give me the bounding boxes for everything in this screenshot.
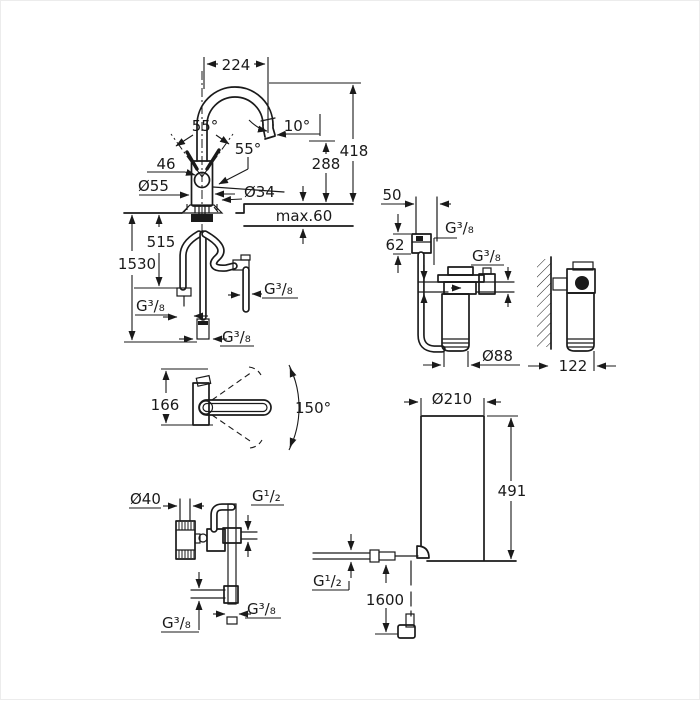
thread-label-branch: G³/₈ bbox=[247, 600, 276, 618]
thread-label-outlet: G³/₈ bbox=[472, 247, 501, 265]
dim-body-diameter: Ø55 bbox=[138, 177, 169, 195]
dim-body-depth: 166 bbox=[151, 396, 180, 414]
filter-side-view: 122 bbox=[528, 256, 616, 375]
boiler-view: Ø210 491 G¹/₂ 1600 bbox=[312, 390, 527, 639]
dim-total-height: 418 bbox=[340, 142, 369, 160]
thread-label-inlet: G³/₈ bbox=[445, 219, 474, 237]
thread-label-right: G³/₈ bbox=[264, 280, 293, 298]
dim-tank-height: 491 bbox=[498, 482, 527, 500]
thread-label-bottom: G³/₈ bbox=[222, 328, 251, 346]
thread-label-g12-boiler: G¹/₂ bbox=[313, 572, 342, 590]
faucet-top-view: 166 150° bbox=[151, 364, 331, 451]
faucet-front-dimensions: 224 10° 418 288 55° 55° 46 Ø55 bbox=[118, 56, 369, 347]
faucet-front-view bbox=[123, 71, 354, 340]
valve-assembly-view: G¹/₂ Ø40 G³/₈ G³/₈ bbox=[129, 487, 284, 633]
dim-spout-reach: 224 bbox=[222, 56, 251, 74]
dim-outlet-height: 288 bbox=[312, 155, 341, 173]
dim-hose-short: 515 bbox=[147, 233, 176, 251]
dim-lever-angle-top: 55° bbox=[192, 117, 219, 135]
thread-label-valve-bottom: G³/₈ bbox=[162, 614, 191, 632]
filter-front-view: 50 62 G³/₈ G³/₈ bbox=[381, 186, 520, 369]
dim-cable-length: 1600 bbox=[366, 591, 404, 609]
dim-lever-angle-side: 55° bbox=[235, 140, 262, 158]
dim-wall-depth: 122 bbox=[559, 357, 588, 375]
dim-cylinder-diameter: Ø40 bbox=[130, 490, 161, 508]
dim-cartridge-diameter: Ø88 bbox=[482, 347, 513, 365]
dim-hose-long: 1530 bbox=[118, 255, 156, 273]
thread-label-g12-valve: G¹/₂ bbox=[252, 487, 281, 505]
thread-label-left: G³/₈ bbox=[136, 297, 165, 315]
dim-swivel-range: 150° bbox=[295, 399, 331, 417]
dim-box-width: 50 bbox=[382, 186, 401, 204]
dim-spout-angle: 10° bbox=[284, 117, 311, 135]
dim-deck-thickness: max.60 bbox=[276, 207, 333, 225]
dim-box-height: 62 bbox=[385, 236, 404, 254]
dim-tank-diameter: Ø210 bbox=[432, 390, 472, 408]
dim-hole-diameter: Ø34 bbox=[244, 183, 275, 201]
dim-lever-offset: 46 bbox=[156, 155, 175, 173]
